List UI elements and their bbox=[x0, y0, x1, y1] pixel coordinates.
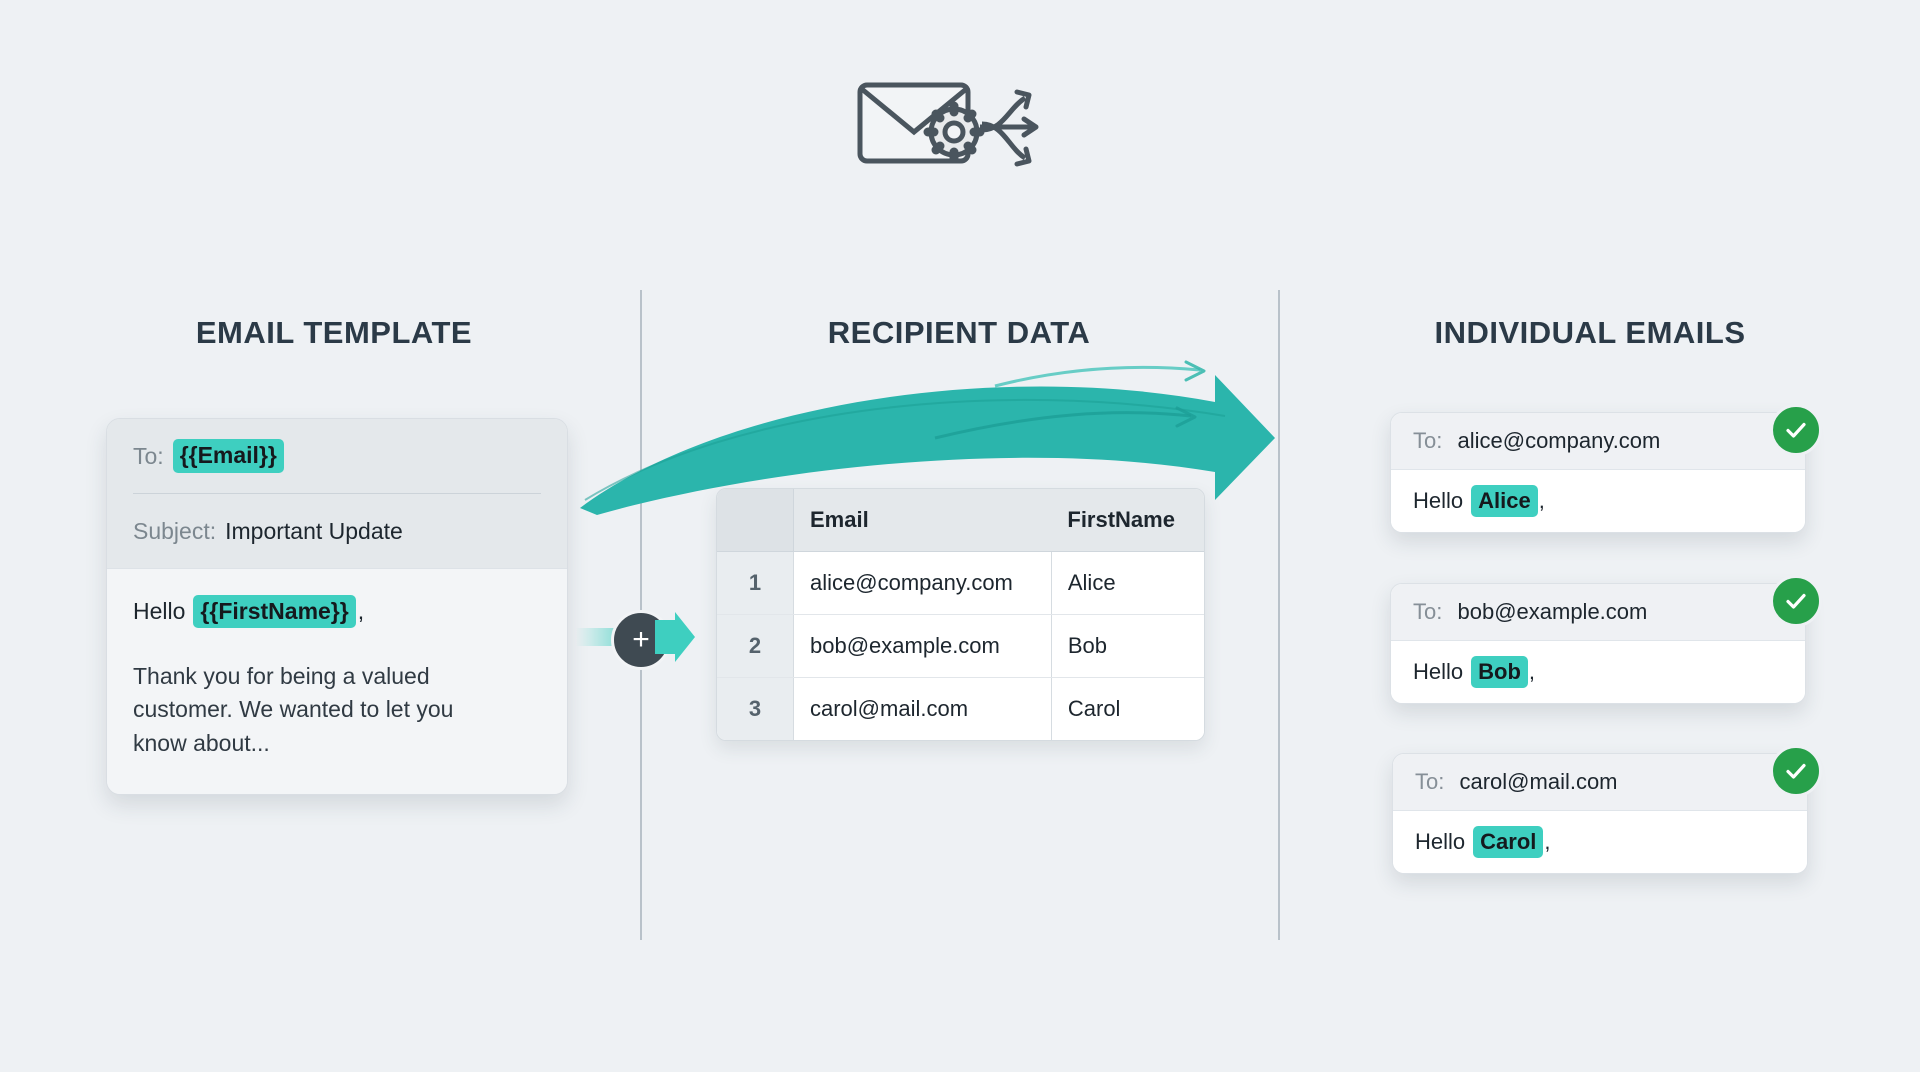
to-label: To: bbox=[1413, 599, 1443, 624]
page-title-individual-emails: INDIVIDUAL EMAILS bbox=[1434, 315, 1746, 350]
result-to-row: To: bob@example.com bbox=[1391, 584, 1805, 641]
table-row[interactable]: 2 bob@example.com Bob bbox=[717, 614, 1204, 678]
status-badge-check-icon bbox=[1770, 745, 1822, 797]
cell-email[interactable]: carol@mail.com bbox=[793, 677, 1052, 740]
to-label: To: bbox=[1415, 769, 1445, 794]
to-value: bob@example.com bbox=[1457, 599, 1648, 624]
greeting-suffix: , bbox=[1528, 658, 1536, 684]
column-header-firstname: FirstName bbox=[1051, 489, 1204, 552]
to-label: To: bbox=[133, 442, 164, 469]
cell-firstname[interactable]: Carol bbox=[1051, 677, 1204, 740]
result-greeting-row: Hello Alice , bbox=[1391, 470, 1805, 532]
greeting-prefix: Hello bbox=[133, 598, 186, 625]
recipient-data-table[interactable]: Email FirstName 1 alice@company.com Alic… bbox=[716, 488, 1205, 741]
result-to-row: To: carol@mail.com bbox=[1393, 754, 1807, 811]
template-to-row: To: {{Email}} bbox=[133, 419, 541, 494]
template-body: Hello {{FirstName}} , Thank you for bein… bbox=[107, 568, 567, 795]
table-row[interactable]: 1 alice@company.com Alice bbox=[717, 551, 1204, 615]
row-index: 2 bbox=[717, 614, 794, 678]
greeting-prefix: Hello bbox=[1415, 828, 1466, 854]
row-index: 1 bbox=[717, 551, 794, 615]
result-to-row: To: alice@company.com bbox=[1391, 413, 1805, 470]
merged-name: Bob bbox=[1471, 656, 1528, 688]
template-greeting-line: Hello {{FirstName}} , bbox=[133, 595, 541, 629]
cell-firstname[interactable]: Bob bbox=[1051, 614, 1204, 678]
result-greeting-row: Hello Bob , bbox=[1391, 641, 1805, 703]
row-index: 3 bbox=[717, 677, 794, 740]
divider-right bbox=[1278, 290, 1280, 940]
firstname-merge-token[interactable]: {{FirstName}} bbox=[193, 595, 356, 629]
greeting-prefix: Hello bbox=[1413, 658, 1464, 684]
greeting-suffix: , bbox=[1538, 487, 1545, 513]
connector-arrow-icon bbox=[655, 612, 695, 667]
merged-name: Alice bbox=[1471, 485, 1538, 517]
envelope-gear-arrows-icon bbox=[857, 72, 1057, 182]
greeting-prefix: Hello bbox=[1413, 487, 1464, 513]
greeting-suffix: , bbox=[357, 598, 365, 625]
template-body-text: Thank you for being a valued customer. W… bbox=[133, 663, 454, 756]
table-row[interactable]: 3 carol@mail.com Carol bbox=[717, 677, 1204, 740]
template-subject-row: Subject: Important Update bbox=[133, 494, 541, 568]
result-greeting-row: Hello Carol , bbox=[1393, 811, 1807, 873]
result-email-card[interactable]: To: carol@mail.com Hello Carol , bbox=[1392, 753, 1808, 874]
result-email-card[interactable]: To: alice@company.com Hello Alice , bbox=[1390, 412, 1806, 533]
page-title-recipient-data: RECIPIENT DATA bbox=[827, 315, 1091, 350]
merged-name: Carol bbox=[1473, 826, 1544, 858]
email-merge-token[interactable]: {{Email}} bbox=[172, 439, 284, 473]
result-email-card[interactable]: To: bob@example.com Hello Bob , bbox=[1390, 583, 1806, 704]
table-header-row: Email FirstName bbox=[717, 489, 1204, 552]
column-header-email: Email bbox=[793, 489, 1052, 552]
merge-connector: + bbox=[576, 610, 695, 670]
cell-email[interactable]: alice@company.com bbox=[793, 551, 1052, 615]
greeting-suffix: , bbox=[1544, 828, 1551, 854]
to-label: To: bbox=[1413, 428, 1443, 453]
to-value: alice@company.com bbox=[1457, 428, 1661, 453]
subject-label: Subject: bbox=[133, 517, 217, 544]
merge-flow-arrow-icon bbox=[575, 360, 1405, 525]
email-template-card[interactable]: To: {{Email}} Subject: Important Update … bbox=[106, 418, 568, 796]
to-value: carol@mail.com bbox=[1459, 769, 1618, 794]
status-badge-check-icon bbox=[1770, 575, 1822, 627]
template-header: To: {{Email}} Subject: Important Update bbox=[107, 419, 567, 568]
page-title-email-template: EMAIL TEMPLATE bbox=[195, 315, 473, 350]
column-header-index bbox=[717, 489, 794, 552]
subject-value: Important Update bbox=[225, 517, 403, 544]
status-badge-check-icon bbox=[1770, 404, 1822, 456]
cell-email[interactable]: bob@example.com bbox=[793, 614, 1052, 678]
cell-firstname[interactable]: Alice bbox=[1051, 551, 1204, 615]
